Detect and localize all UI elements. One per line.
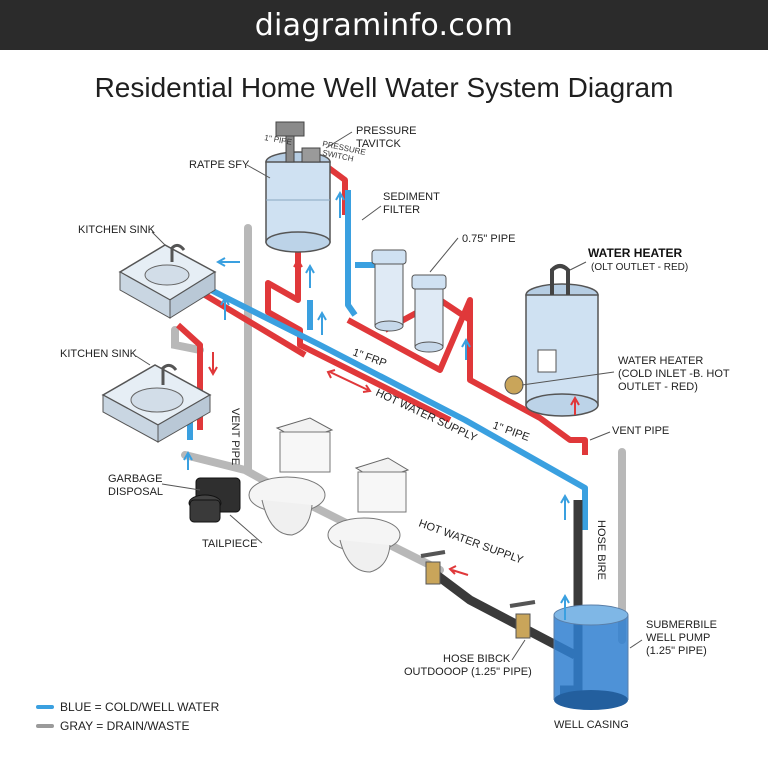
- site-banner: diagraminfo.com: [0, 0, 768, 50]
- cold-pipe-main: [203, 284, 588, 530]
- label-pressure-tank-l2: TAVITCK: [356, 138, 401, 150]
- label-kitchen-sink-2: KITCHEN SINK: [60, 348, 138, 360]
- label-kitchen-sink-1: KITCHEN SINK: [78, 224, 156, 236]
- legend-cold-swatch: [36, 705, 54, 709]
- pressure-switch: [301, 147, 321, 163]
- leader-lines: [135, 131, 643, 661]
- label-vent-pipe-left: VENT PIPE: [229, 408, 241, 465]
- label-well-casing: WELL CASING: [554, 719, 629, 731]
- label-water-heater-sub: (OLT OUTLET - RED): [591, 262, 688, 273]
- toilet-2: [327, 457, 410, 573]
- label-vent-pipe-right: VENT PIPE: [612, 425, 669, 437]
- label-ratpe-sfy: RATPE SFY: [189, 159, 250, 171]
- hose-supply: [427, 566, 578, 659]
- toilet-1: [248, 417, 334, 536]
- label-hot-water-supply-2: HOT WATER SUPPLY: [417, 518, 525, 567]
- label-pressure-tank: PRESSURE TAVITCK: [356, 125, 420, 150]
- label-pressure-tank-l1: PRESSURE: [356, 125, 417, 137]
- label-tailpiece: TAILPIECE: [202, 538, 257, 550]
- hose-bibb-valve-1: [420, 550, 446, 585]
- sink-trap-1: [171, 326, 204, 354]
- legend-cold-label: BLUE = COLD/WELL WATER: [60, 700, 220, 714]
- legend-drain-swatch: [36, 724, 54, 728]
- legend-cold: BLUE = COLD/WELL WATER: [36, 700, 219, 714]
- label-hose-bire: HOSE BIRE: [595, 520, 607, 580]
- water-heater: [504, 264, 599, 417]
- legend-drain-label: GRAY = DRAIN/WASTE: [60, 719, 190, 733]
- label-hot-water-supply-1: HOT WATER SUPPLY: [374, 387, 480, 445]
- hose-bibb-valve-2: [509, 600, 536, 639]
- kitchen-sink-2: [101, 363, 212, 443]
- well-casing: [553, 604, 629, 710]
- pressure-tank: [265, 121, 331, 253]
- cold-pipe-tank-down: [345, 190, 358, 317]
- sediment-filter-2: [411, 274, 447, 353]
- kitchen-sink-1: [118, 243, 217, 319]
- label-pipe-075: 0.75" PIPE: [462, 233, 515, 245]
- diagram-title: Residential Home Well Water System Diagr…: [94, 72, 674, 103]
- garbage-disposal: [188, 477, 241, 523]
- site-banner-text: diagraminfo.com: [254, 7, 514, 43]
- flow-arrows: [183, 190, 580, 620]
- hot-pipe-main: [265, 240, 452, 423]
- legend-drain: GRAY = DRAIN/WASTE: [36, 719, 189, 733]
- hot-pipe-heater: [346, 297, 588, 455]
- label-water-heater-title: WATER HEATER: [588, 246, 683, 260]
- sediment-filter-1: [371, 249, 407, 332]
